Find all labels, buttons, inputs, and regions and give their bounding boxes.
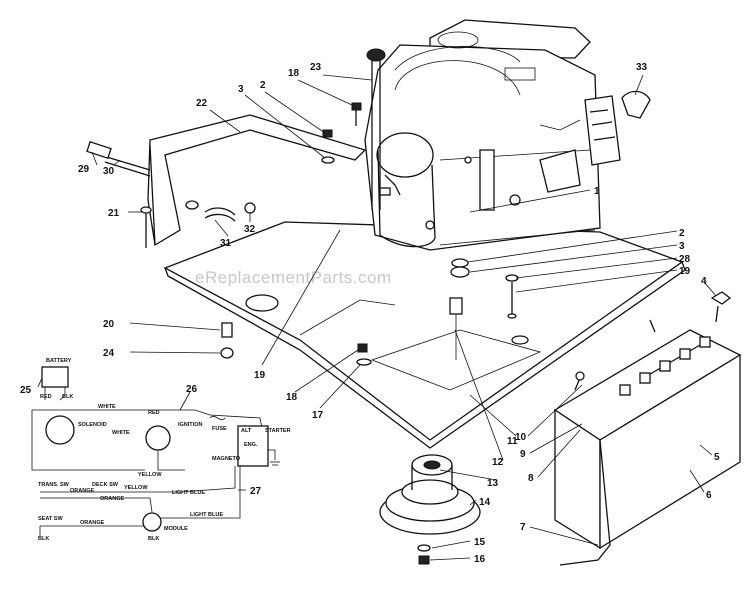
engine-symbol (237, 425, 269, 467)
callout-10: 10 (515, 432, 527, 443)
callout-18-top: 18 (288, 68, 300, 79)
callout-labels: 1 2 3 28 19 4 5 6 7 8 9 10 11 12 13 14 1… (20, 62, 720, 565)
module-label: MODULE (164, 526, 188, 532)
callout-20: 20 (103, 319, 115, 330)
callout-12: 12 (492, 457, 504, 468)
battery-blk-label: BLK (62, 394, 73, 400)
seat-sw-label: SEAT SW (38, 516, 63, 522)
mounting-plate (163, 221, 686, 449)
callout-3-top: 3 (238, 84, 244, 95)
fuse-label: FUSE (212, 426, 227, 432)
callout-15: 15 (474, 537, 486, 548)
wire-white-label: WHITE (98, 404, 116, 410)
battery-symbol (41, 366, 69, 388)
callout-17: 17 (312, 410, 324, 421)
callout-25: 25 (20, 385, 32, 396)
wiring-schematic: BATTERY RED BLK WHITE RED SOLENOID WHITE… (31, 358, 291, 542)
callout-26: 26 (186, 384, 198, 395)
callout-14: 14 (479, 497, 491, 508)
wire-light-blue2-label: LIGHT BLUE (190, 512, 223, 518)
pulley-assembly (379, 454, 481, 565)
callout-18-lower: 18 (286, 392, 298, 403)
callout-5: 5 (714, 452, 720, 463)
wire-light-blue1-label: LIGHT BLUE (172, 490, 205, 496)
callout-7: 7 (520, 522, 526, 533)
module-symbol (142, 512, 162, 532)
callout-19: 19 (679, 266, 691, 277)
leader-lines (37, 74, 717, 561)
battery-assembly (553, 305, 742, 566)
callout-19-lower: 19 (254, 370, 266, 381)
wire-blk-seat-label: BLK (38, 536, 49, 542)
callout-11: 11 (507, 436, 518, 447)
callout-13: 13 (487, 478, 499, 489)
callout-33: 33 (636, 62, 648, 73)
callout-6: 6 (706, 490, 712, 501)
callout-21: 21 (108, 208, 120, 219)
callout-8: 8 (528, 473, 534, 484)
ignition-label: IGNITION (178, 422, 202, 428)
trans-sw-label: TRANS. SW (38, 482, 70, 488)
alt-label: ALT (241, 428, 252, 434)
magneto-label: MAGNETO (212, 456, 241, 462)
wire-orange3-label: ORANGE (80, 520, 104, 526)
callout-16: 16 (474, 554, 486, 565)
callout-27: 27 (250, 486, 262, 497)
wire-yellow2-label: YELLOW (124, 485, 148, 491)
wire-white2-label: WHITE (112, 430, 130, 436)
callout-4: 4 (701, 276, 707, 287)
callout-3: 3 (679, 241, 685, 252)
bracket-assembly (86, 114, 367, 248)
callout-2: 2 (679, 228, 685, 239)
wire-yellow1-label: YELLOW (138, 472, 162, 478)
deck-sw-label: DECK SW (92, 482, 119, 488)
callout-29: 29 (78, 164, 90, 175)
battery-red-label: RED (40, 394, 52, 400)
solenoid-symbol (45, 415, 75, 445)
starter-label: STARTER (265, 428, 291, 434)
engine (364, 19, 621, 251)
callout-9: 9 (520, 449, 526, 460)
solenoid-label: SOLENOID (78, 422, 107, 428)
wire-red-label: RED (148, 410, 160, 416)
callout-22: 22 (196, 98, 208, 109)
callout-1: 1 (594, 186, 600, 197)
callout-24: 24 (103, 348, 115, 359)
callout-23: 23 (310, 62, 322, 73)
wire-orange1-label: ORANGE (70, 488, 94, 494)
callout-31: 31 (220, 238, 232, 249)
watermark-text: eReplacementParts.com (195, 268, 392, 287)
wire-blk-bottom-label: BLK (148, 536, 159, 542)
battery-label: BATTERY (46, 358, 72, 364)
callout-28: 28 (679, 254, 691, 265)
ignition-switch-symbol (145, 425, 171, 451)
callout-30: 30 (103, 166, 115, 177)
eng-label: ENG. (244, 442, 258, 448)
wire-orange2-label: ORANGE (100, 496, 124, 502)
hardware-parts (204, 90, 732, 427)
callout-32: 32 (244, 224, 256, 235)
callout-2-top: 2 (260, 80, 266, 91)
